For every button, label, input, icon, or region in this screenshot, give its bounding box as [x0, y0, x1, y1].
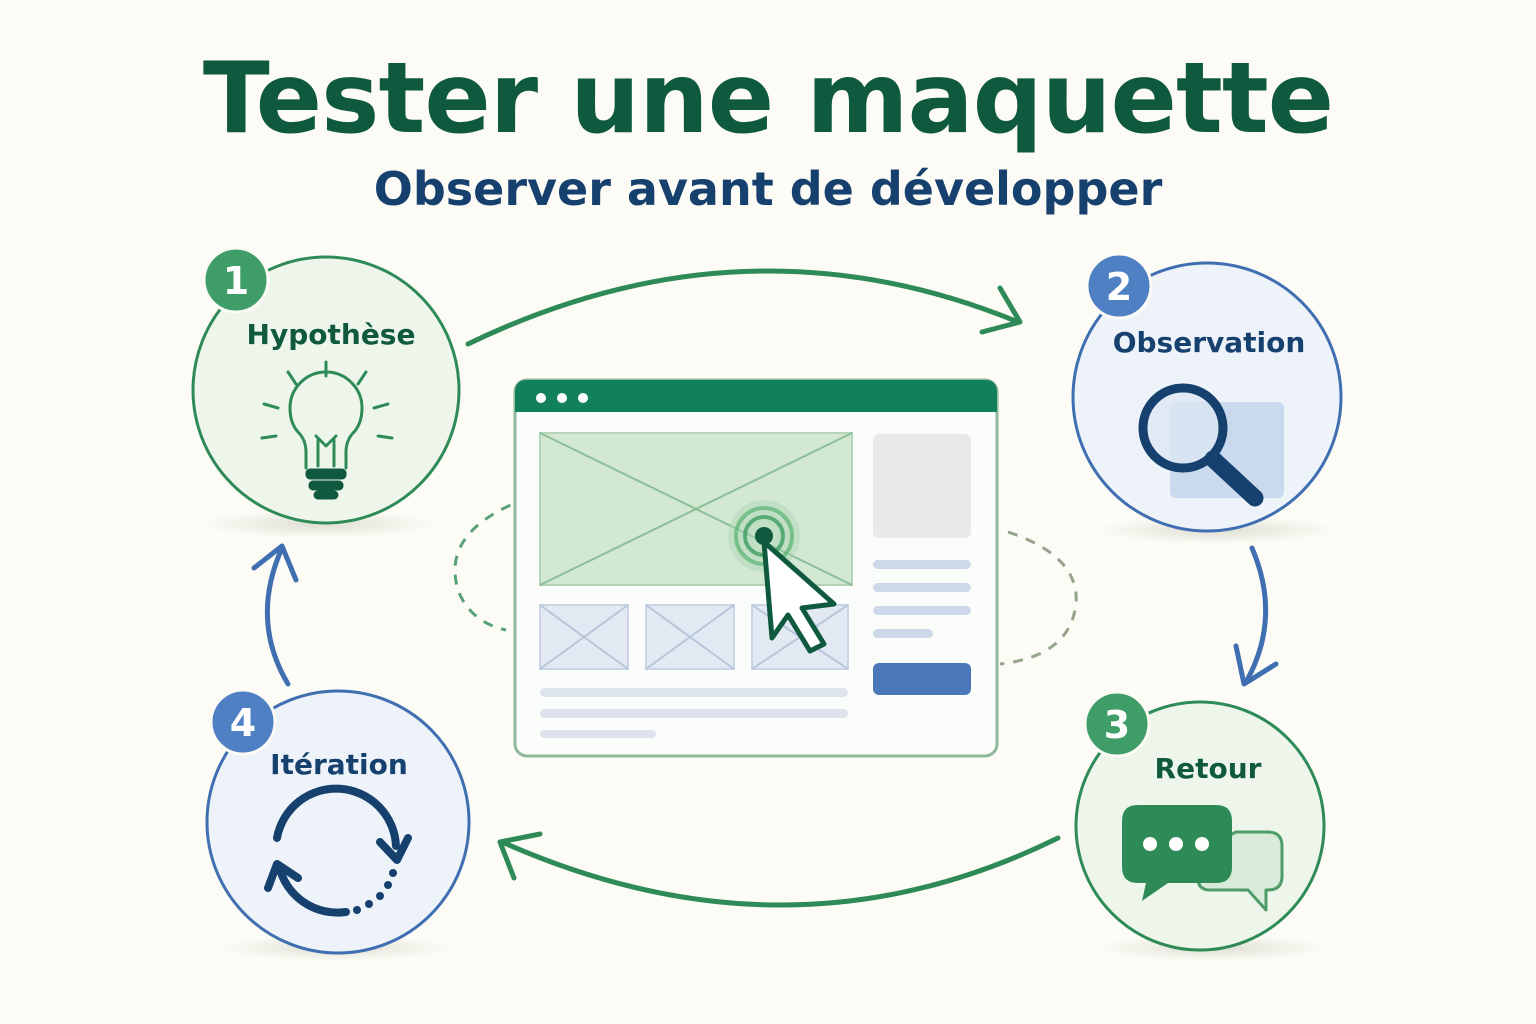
arrow-feedback-to-iteration — [497, 831, 1061, 908]
step-label: Itération — [270, 748, 408, 781]
step-number-badge — [1085, 252, 1153, 320]
step-number-badge — [1083, 690, 1151, 758]
cta-button-placeholder — [873, 663, 971, 695]
magnifier-icon — [1138, 383, 1284, 507]
refresh-cycle-icon — [264, 784, 412, 917]
window-dot — [557, 393, 567, 403]
step-number-badge — [209, 688, 277, 756]
page-title: Tester une maquette — [202, 42, 1334, 156]
chat-bubbles-icon — [1122, 805, 1284, 912]
body-text-line — [540, 688, 848, 697]
step-observation: Observation 2 — [1071, 252, 1343, 544]
body-text-line — [540, 730, 656, 738]
sidebar-card-placeholder — [873, 434, 971, 538]
sidebar-text-line — [873, 560, 971, 569]
step-hypothesis: Hypothèse 1 — [191, 246, 461, 538]
arrow-observation-to-feedback — [1233, 545, 1279, 687]
dashed-orbit-left — [453, 496, 529, 632]
arrow-iteration-to-hypothesis — [251, 543, 299, 687]
step-number: 2 — [1106, 265, 1132, 309]
thumbnail-placeholder — [645, 604, 735, 670]
dashed-orbit-right — [999, 530, 1078, 666]
sidebar-text-line — [873, 629, 933, 638]
wireframe-mockup — [513, 378, 999, 758]
arrow-hypothesis-to-observation — [465, 268, 1023, 347]
step-number: 3 — [1104, 703, 1130, 747]
thumbnail-placeholder — [539, 604, 629, 670]
window-dot — [536, 393, 546, 403]
sidebar-text-line — [873, 583, 971, 592]
sidebar-text-line — [873, 606, 971, 615]
page-subtitle: Observer avant de développer — [373, 162, 1163, 216]
lightbulb-icon — [260, 360, 394, 500]
step-number-badge — [202, 246, 270, 314]
step-iteration: Itération 4 — [205, 688, 471, 961]
body-text-line — [540, 709, 848, 718]
step-label: Observation — [1113, 326, 1306, 359]
hero-image-placeholder — [539, 432, 853, 586]
step-label: Retour — [1155, 752, 1262, 785]
window-dot — [578, 393, 588, 403]
step-label: Hypothèse — [247, 318, 416, 351]
mouse-cursor-icon — [761, 539, 837, 654]
step-feedback: Retour 3 — [1074, 690, 1328, 961]
step-number: 4 — [230, 701, 256, 745]
step-number: 1 — [223, 259, 249, 303]
